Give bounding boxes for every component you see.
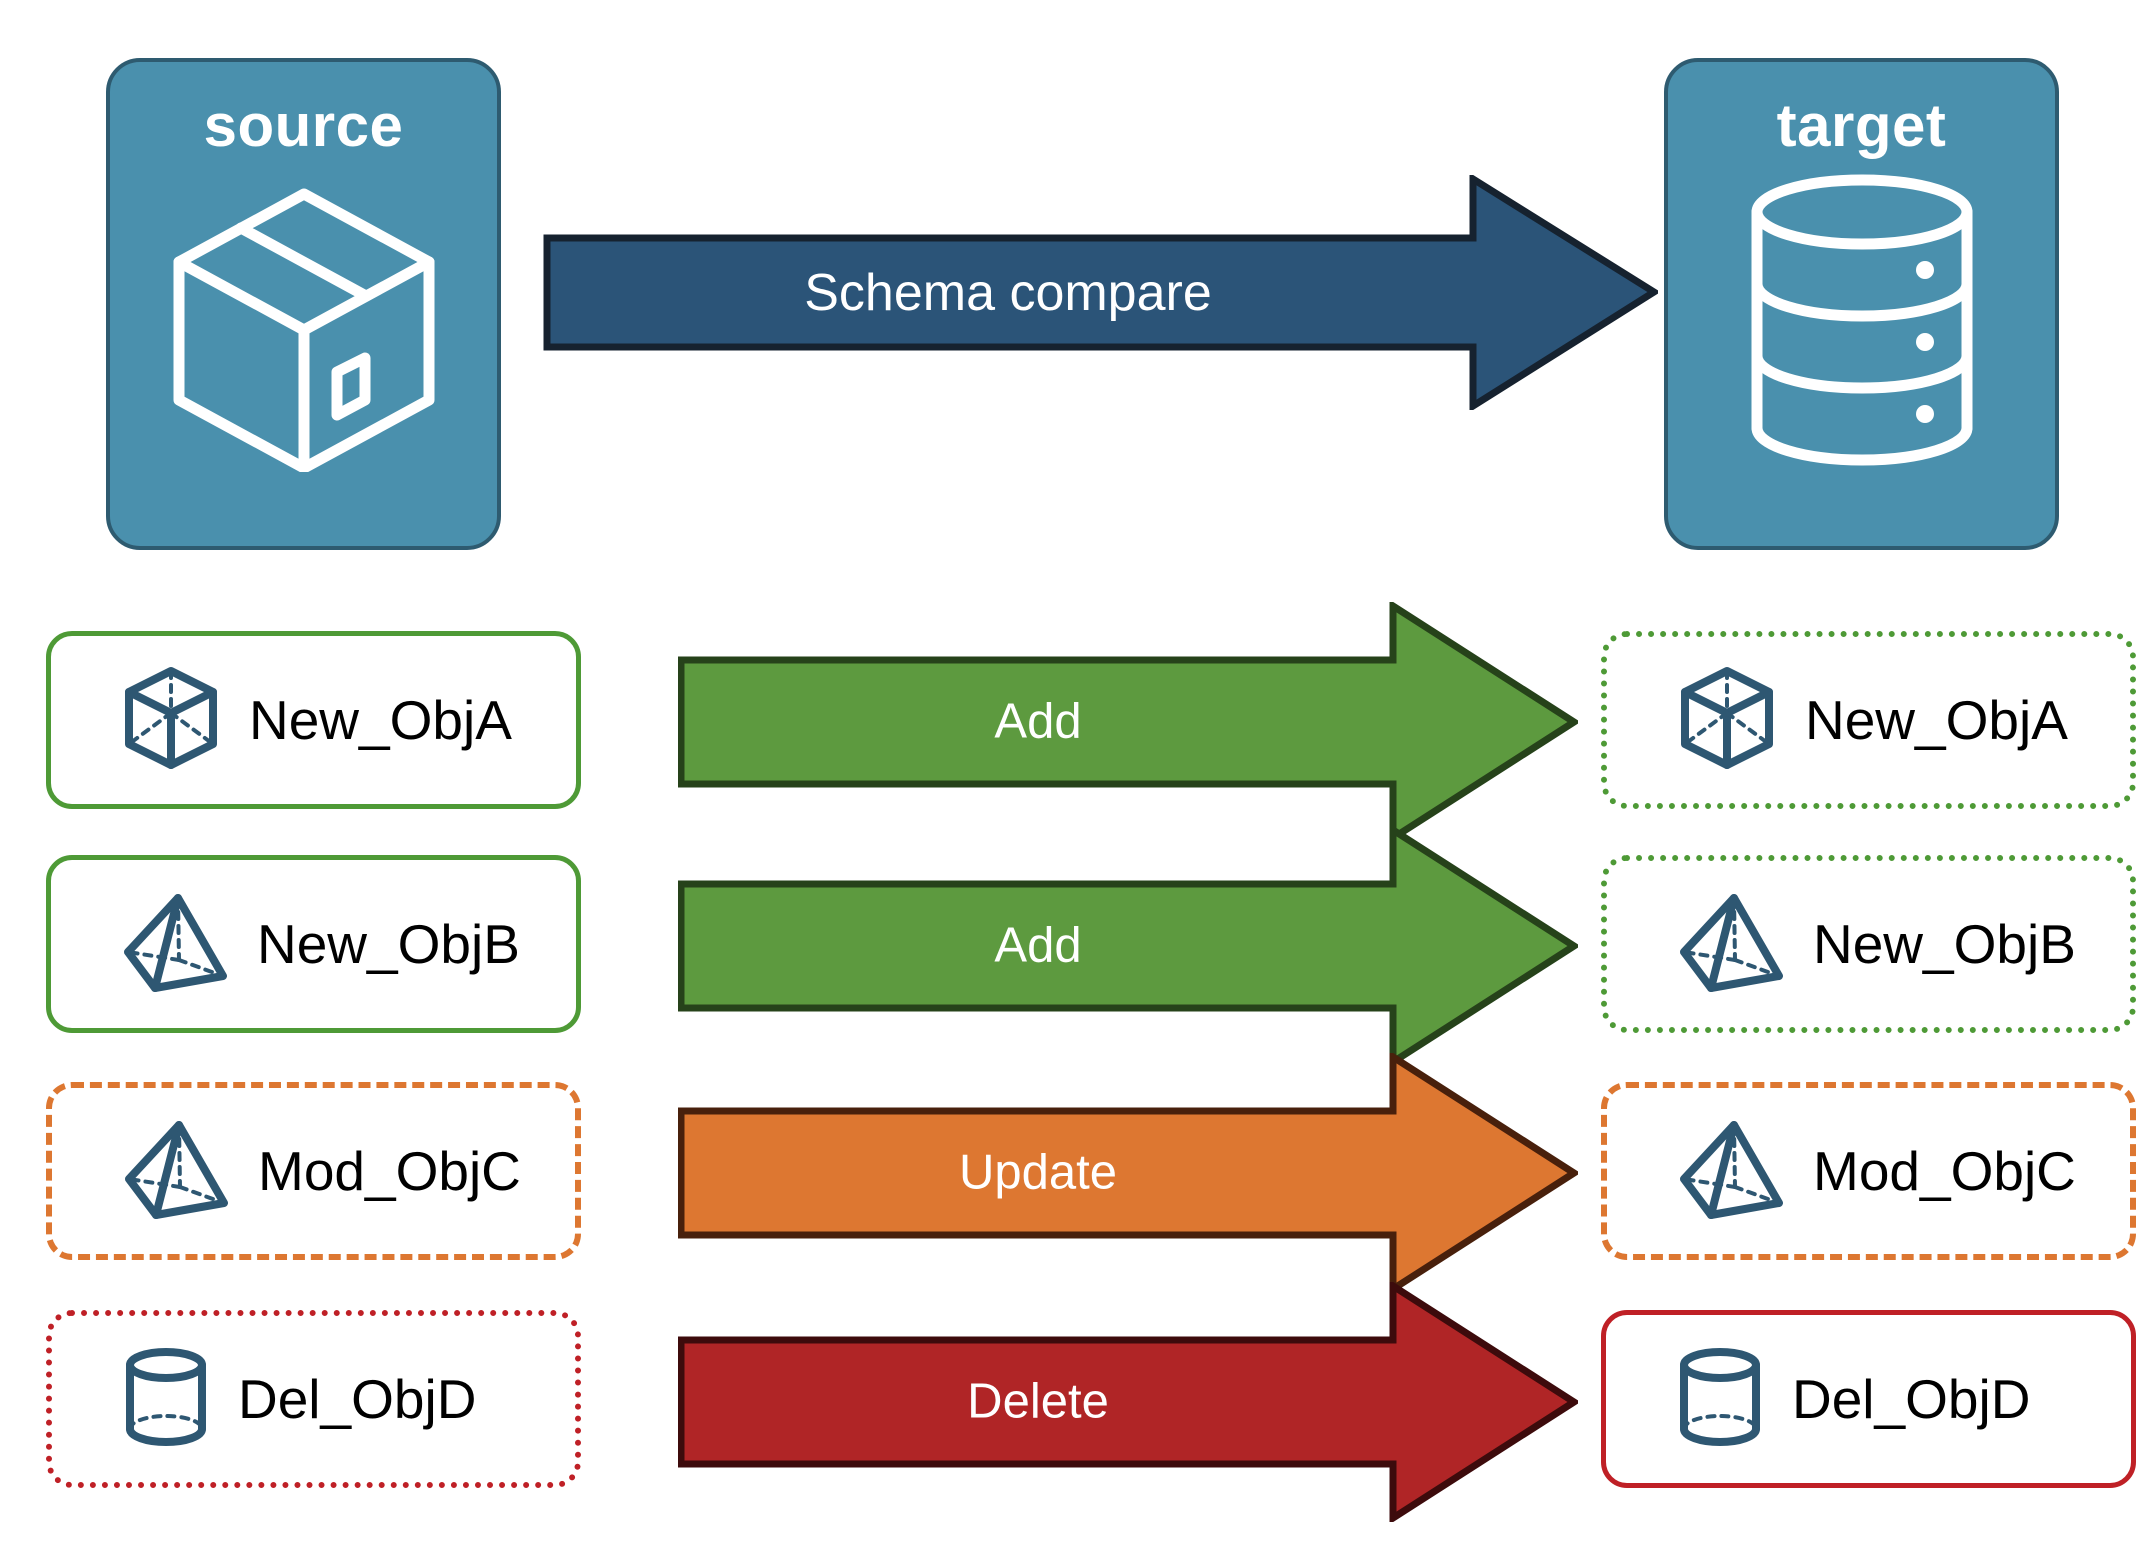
pyramid-wireframe-icon [1679, 1117, 1783, 1226]
source-panel: source [106, 58, 501, 550]
source-title: source [203, 92, 404, 159]
database-cylinder-icon [1737, 172, 1987, 477]
schema-compare-label: Schema compare [804, 264, 1212, 322]
source-object-row-1[interactable]: New_ObjA [46, 631, 581, 809]
action-arrow-row-1: Add [677, 599, 1581, 845]
action-label-row-2: Add [994, 918, 1082, 973]
action-arrow-shape-row-2 [677, 823, 1581, 1069]
source-object-label-3: Mod_ObjC [258, 1139, 521, 1202]
target-object-label-1: New_ObjA [1805, 688, 2068, 751]
action-arrow-row-4: Delete [677, 1279, 1581, 1525]
action-label-row-4: Delete [967, 1374, 1109, 1429]
target-title: target [1776, 92, 1947, 159]
action-label-row-3: Update [958, 1145, 1118, 1200]
action-label-row-1: Add [994, 694, 1082, 749]
target-panel: target [1664, 58, 2059, 550]
action-arrow-row-3: Update [677, 1050, 1581, 1296]
action-arrow-shape-row-3 [677, 1050, 1581, 1296]
cylinder-wireframe-icon [124, 1345, 208, 1454]
target-object-row-3[interactable]: Mod_ObjC [1601, 1082, 2136, 1260]
action-arrow-shape-row-4 [677, 1279, 1581, 1525]
target-object-row-1[interactable]: New_ObjA [1601, 631, 2136, 809]
action-arrow-row-2: Add [677, 823, 1581, 1069]
cylinder-wireframe-icon [1678, 1345, 1762, 1454]
pyramid-wireframe-icon [123, 890, 227, 999]
source-object-row-3[interactable]: Mod_ObjC [46, 1082, 581, 1260]
schema-compare-arrow: Schema compare [543, 172, 1661, 413]
package-box-icon [159, 172, 449, 477]
source-object-label-4: Del_ObjD [238, 1367, 477, 1430]
cube-wireframe-icon [1679, 666, 1775, 775]
target-object-label-4: Del_ObjD [1792, 1367, 2031, 1430]
target-object-label-3: Mod_ObjC [1813, 1139, 2076, 1202]
target-object-row-2[interactable]: New_ObjB [1601, 855, 2136, 1033]
source-object-row-4[interactable]: Del_ObjD [46, 1310, 581, 1488]
action-arrow-shape-row-1 [677, 599, 1581, 845]
cube-wireframe-icon [123, 666, 219, 775]
pyramid-wireframe-icon [124, 1117, 228, 1226]
source-object-label-1: New_ObjA [249, 688, 512, 751]
target-object-label-2: New_ObjB [1813, 912, 2076, 975]
source-object-row-2[interactable]: New_ObjB [46, 855, 581, 1033]
schema-compare-arrow-shape [543, 172, 1661, 413]
pyramid-wireframe-icon [1679, 890, 1783, 999]
target-object-row-4[interactable]: Del_ObjD [1601, 1310, 2136, 1488]
source-object-label-2: New_ObjB [257, 912, 520, 975]
